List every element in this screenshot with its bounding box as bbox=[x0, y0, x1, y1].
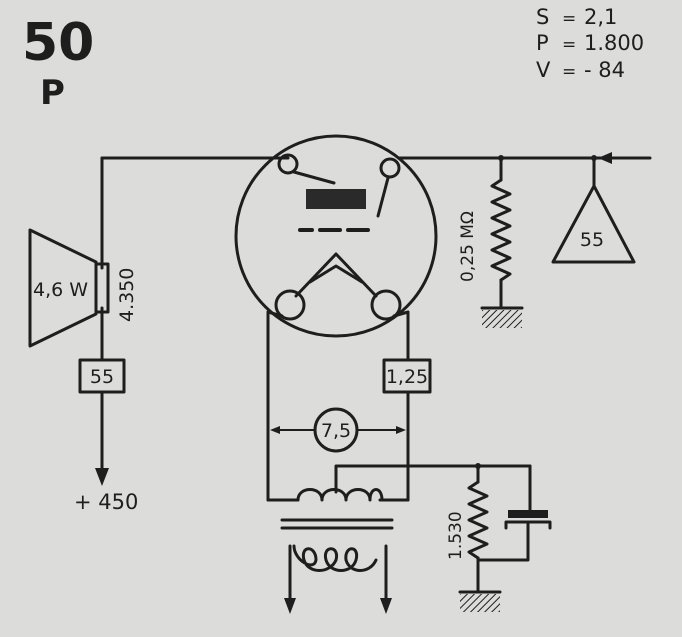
cathode-resistor-label: 1.530 bbox=[446, 511, 466, 560]
heater-voltage-label: 7,5 bbox=[321, 420, 351, 442]
param-s-symbol: S bbox=[536, 5, 549, 29]
box-125-label: 1,25 bbox=[386, 366, 428, 388]
heater-wiring bbox=[266, 310, 410, 502]
supply-arrow-icon bbox=[95, 468, 109, 486]
param-p-eq: = bbox=[562, 35, 576, 55]
box-125 bbox=[382, 358, 432, 394]
anode-wire bbox=[95, 156, 290, 486]
param-s-eq: = bbox=[562, 9, 576, 29]
driver-tube-triangle bbox=[551, 184, 636, 264]
cathode-resistor bbox=[458, 464, 502, 612]
box-55 bbox=[78, 358, 126, 394]
box-55-label: 55 bbox=[90, 366, 114, 388]
cathode-capacitor-icon bbox=[476, 464, 552, 562]
param-p-value: 1.800 bbox=[584, 31, 644, 55]
heater-voltage-indicator bbox=[270, 407, 406, 453]
parameter-block: S = 2,1 P = 1.800 V = - 84 bbox=[536, 5, 644, 82]
supply-label: + 450 bbox=[74, 490, 138, 514]
heater-transformer-icon bbox=[280, 488, 394, 614]
tube-letter: P bbox=[40, 73, 65, 113]
transformer-ohms-label: 4.350 bbox=[116, 268, 138, 322]
param-p-symbol: P bbox=[536, 31, 549, 55]
input-arrow-icon bbox=[598, 152, 612, 164]
param-s-value: 2,1 bbox=[584, 5, 617, 29]
cathode-ground-icon bbox=[460, 594, 500, 612]
speaker-power-label: 4,6 W bbox=[33, 279, 88, 301]
output-arrow-right-icon bbox=[380, 598, 392, 614]
anode-plate bbox=[306, 189, 366, 209]
tube-number: 50 bbox=[22, 13, 94, 73]
param-v-eq: = bbox=[562, 62, 576, 82]
param-v-symbol: V bbox=[536, 58, 551, 82]
loudspeaker-icon bbox=[28, 228, 110, 348]
tube-envelope bbox=[234, 134, 438, 338]
grid-resistor bbox=[480, 156, 524, 328]
param-v-value: - 84 bbox=[584, 58, 625, 82]
output-arrow-left-icon bbox=[284, 598, 296, 614]
grid-resistor-label: 0,25 MΩ bbox=[458, 211, 478, 282]
ground-icon bbox=[482, 310, 522, 328]
driver-tube-label: 55 bbox=[580, 229, 604, 251]
